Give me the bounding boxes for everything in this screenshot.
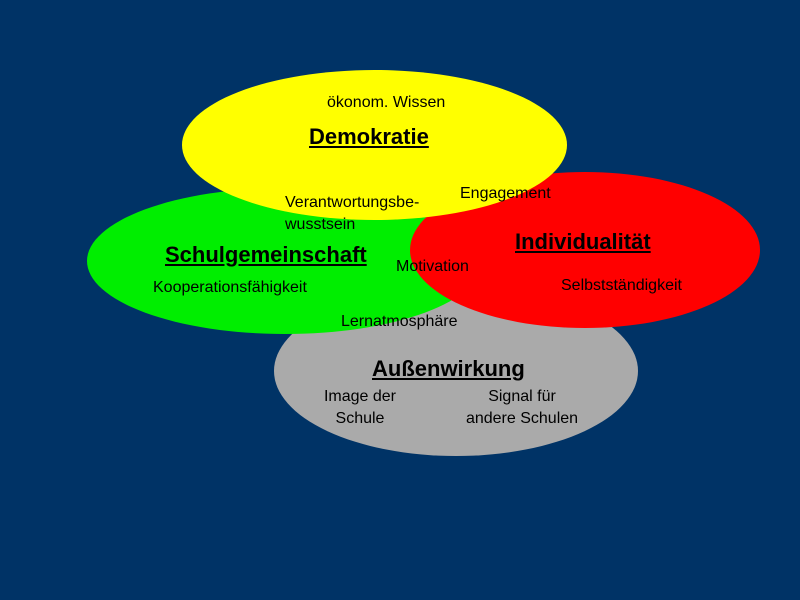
aussenwirkung-item-signal: Signal für andere Schulen	[465, 388, 579, 427]
ellipse-demokratie	[182, 70, 567, 220]
overlap-lernatmosphaere: Lernatmosphäre	[341, 313, 458, 330]
aussenwirkung-item-image: Image der Schule	[323, 388, 397, 427]
individualitaet-item-selbststaendigkeit: Selbstständigkeit	[561, 277, 682, 294]
demokratie-title: Demokratie	[309, 124, 429, 149]
schulgemeinschaft-item-kooperation: Kooperationsfähigkeit	[153, 279, 307, 296]
aussenwirkung-title: Außenwirkung	[372, 356, 525, 381]
individualitaet-title: Individualität	[515, 229, 651, 254]
schulgemeinschaft-title: Schulgemeinschaft	[165, 242, 367, 267]
overlap-engagement: Engagement	[460, 185, 551, 202]
overlap-motivation: Motivation	[396, 258, 469, 275]
demokratie-item-wissen: ökonom. Wissen	[327, 94, 446, 111]
overlap-verantwortung: Verantwortungsbe- wusstsein	[285, 194, 420, 233]
